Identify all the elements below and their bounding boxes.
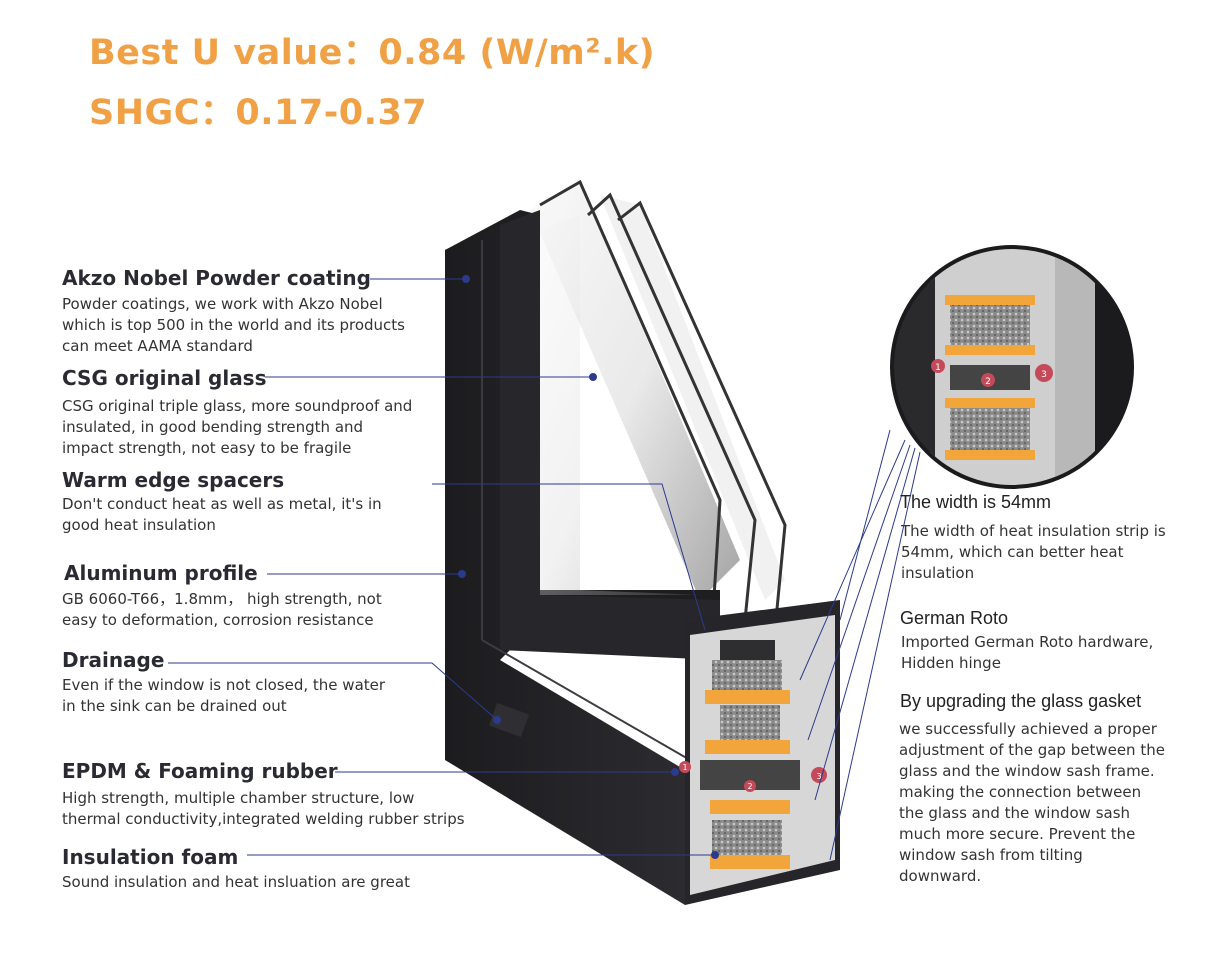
feature-title-aluminum: Aluminum profile <box>64 561 258 585</box>
marker-1-icon <box>931 359 945 373</box>
marker-2-icon <box>981 373 995 387</box>
marker-1b-icon <box>679 761 691 773</box>
feature-desc-drainage: Even if the window is not closed, the wa… <box>62 676 386 715</box>
feature-desc-csg-glass: CSG original triple glass, more soundpro… <box>62 397 413 457</box>
magnified-detail <box>890 245 1134 489</box>
window-frame <box>445 210 720 905</box>
leader-dots <box>458 275 719 859</box>
marker-2b: 2 <box>747 782 752 791</box>
feature-desc-warm-edge: Don't conduct heat as well as metal, it'… <box>62 495 382 534</box>
feature-title-csg-glass: CSG original glass <box>62 366 267 390</box>
leader-lines <box>168 278 921 861</box>
feature-title-width: The width is 54mm <box>900 492 1052 512</box>
profile-cross-section <box>685 600 840 905</box>
marker-2: 2 <box>985 377 991 387</box>
marker-3-icon <box>1035 364 1053 382</box>
feature-title-roto: German Roto <box>900 608 1009 628</box>
feature-desc-width: The width of heat insulation strip is 54… <box>901 522 1166 582</box>
feature-desc-insulation-foam: Sound insulation and heat insluation are… <box>62 873 410 891</box>
u-value-headline: Best U value：0.84 (W/m².k) <box>89 33 656 73</box>
feature-desc-powder-coating: Powder coatings, we work with Akzo Nobel… <box>62 295 405 355</box>
feature-desc-roto: Imported German Roto hardware, Hidden hi… <box>901 633 1154 672</box>
feature-title-powder-coating: Akzo Nobel Powder coating <box>62 266 371 290</box>
feature-title-warm-edge: Warm edge spacers <box>62 468 285 492</box>
feature-title-insulation-foam: Insulation foam <box>62 845 239 869</box>
feature-desc-epdm: High strength, multiple chamber structur… <box>62 789 465 828</box>
drainage-cap <box>488 702 530 738</box>
marker-2b-icon <box>744 780 756 792</box>
marker-1b: 1 <box>682 763 687 772</box>
marker-3: 3 <box>1041 370 1047 380</box>
feature-title-epdm: EPDM & Foaming rubber <box>62 759 338 783</box>
feature-title-drainage: Drainage <box>62 648 165 672</box>
feature-desc-aluminum: GB 6060-T66，1.8mm， high strength, not ea… <box>62 590 382 629</box>
feature-desc-gasket: we successfully achieved a proper adjust… <box>899 720 1165 885</box>
shgc-headline: SHGC：0.17-0.37 <box>89 93 428 133</box>
feature-title-gasket: By upgrading the glass gasket <box>900 691 1142 711</box>
marker-3b: 3 <box>816 772 821 781</box>
triple-glass <box>530 179 787 631</box>
marker-1: 1 <box>935 363 941 373</box>
